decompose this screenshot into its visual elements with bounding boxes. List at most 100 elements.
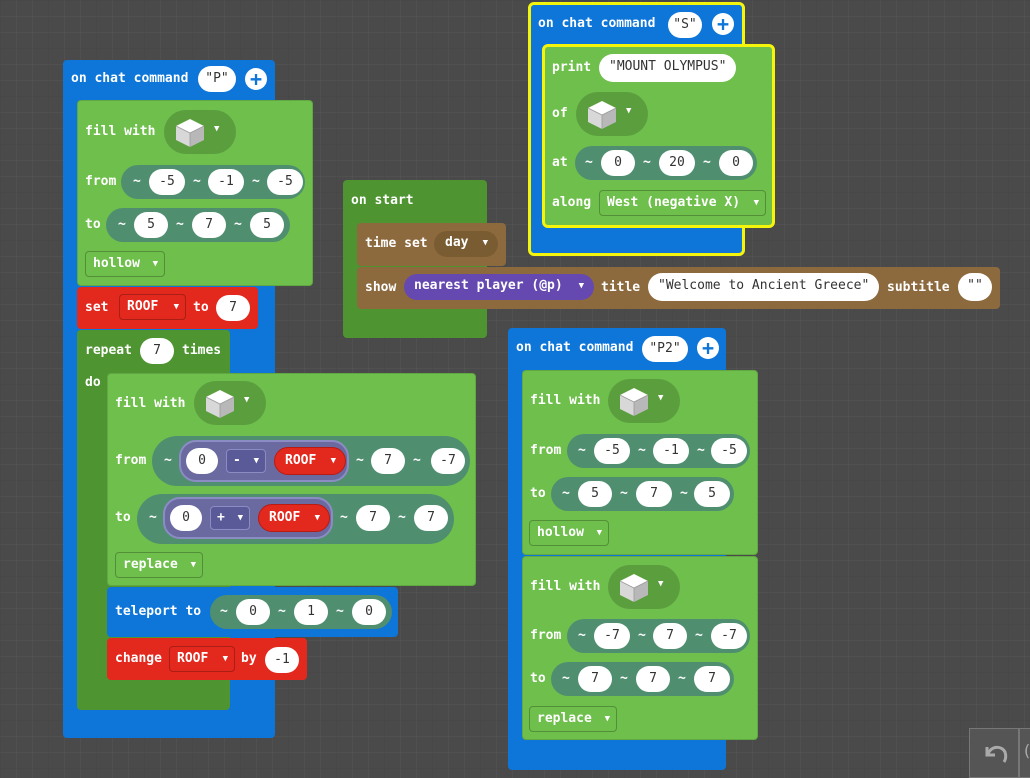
math-left-field[interactable]: 0: [170, 505, 202, 531]
fill-with-label: fill with: [530, 393, 601, 408]
to-y-field[interactable]: 7: [636, 666, 670, 692]
to-z-field[interactable]: 7: [694, 666, 730, 692]
operator-dropdown[interactable]: -▼: [226, 449, 266, 473]
tilde-sign: ~: [413, 453, 421, 468]
title-label: title: [601, 280, 641, 295]
cube-icon: [619, 573, 649, 603]
fill-mode-dropdown[interactable]: hollow ▼: [85, 251, 165, 277]
to-y-field[interactable]: 7: [356, 505, 390, 531]
to-x-field[interactable]: 5: [134, 212, 168, 238]
variable-reporter[interactable]: ROOF▼: [258, 504, 330, 532]
fill-mode-value: hollow: [93, 256, 140, 271]
teleport-z-field[interactable]: 0: [352, 599, 386, 625]
from-label: from: [85, 174, 117, 189]
to-z-field[interactable]: 5: [250, 212, 284, 238]
undo-icon: [985, 745, 1008, 763]
teleport-y-field[interactable]: 1: [294, 599, 328, 625]
tilde-sign: ~: [678, 671, 686, 686]
operator-value: -: [233, 453, 241, 468]
fill-with-label: fill with: [530, 579, 601, 594]
tilde-sign: ~: [620, 671, 628, 686]
block-picker[interactable]: ▼: [576, 92, 648, 136]
chevron-down-icon: ▼: [152, 259, 158, 269]
tilde-sign: ~: [638, 443, 646, 458]
from-label: from: [115, 453, 147, 468]
tilde-sign: ~: [193, 174, 201, 189]
print-text-field[interactable]: "MOUNT OLYMPUS": [599, 54, 736, 82]
from-y-field[interactable]: -1: [208, 169, 244, 195]
to-x-field[interactable]: 7: [578, 666, 612, 692]
to-z-field[interactable]: 7: [414, 505, 448, 531]
add-parameter-icon[interactable]: +: [697, 337, 719, 359]
at-x-field[interactable]: 0: [601, 150, 635, 176]
chevron-down-icon: ▼: [214, 124, 220, 134]
repeat-count-field[interactable]: 7: [140, 338, 174, 364]
from-label: from: [530, 628, 562, 643]
chevron-down-icon: ▼: [244, 395, 250, 405]
change-value-field[interactable]: -1: [265, 647, 299, 673]
chevron-down-icon: ▼: [237, 513, 243, 523]
target-value: nearest player (@p): [414, 278, 563, 293]
to-z-field[interactable]: 5: [694, 481, 730, 507]
undo-button[interactable]: [969, 728, 1019, 778]
redo-button[interactable]: (: [1019, 728, 1030, 778]
block-picker[interactable]: ▼: [164, 110, 236, 154]
direction-dropdown[interactable]: West (negative X)▼: [599, 190, 766, 216]
add-parameter-icon[interactable]: +: [245, 68, 267, 90]
math-left-field[interactable]: 0: [186, 448, 218, 474]
tilde-sign: ~: [149, 510, 157, 525]
at-y-field[interactable]: 20: [659, 150, 695, 176]
subtitle-text-field[interactable]: "": [958, 273, 992, 301]
operator-dropdown[interactable]: +▼: [210, 506, 250, 530]
fill-mode-dropdown[interactable]: replace▼: [115, 552, 203, 578]
operator-value: +: [217, 510, 225, 525]
to-x-field[interactable]: 5: [578, 481, 612, 507]
set-value-field[interactable]: 7: [216, 295, 250, 321]
from-x-field[interactable]: -7: [594, 623, 630, 649]
tilde-sign: ~: [578, 443, 586, 458]
from-z-field[interactable]: -7: [431, 448, 465, 474]
fill-mode-value: hollow: [537, 525, 584, 540]
from-x-field[interactable]: -5: [149, 169, 185, 195]
at-z-field[interactable]: 0: [719, 150, 753, 176]
variable-dropdown[interactable]: ROOF▼: [119, 294, 186, 320]
target-dropdown[interactable]: nearest player (@p)▼: [404, 274, 594, 300]
command-name-field[interactable]: "P": [198, 66, 236, 92]
command-name-field[interactable]: "S": [668, 12, 702, 38]
tilde-sign: ~: [220, 604, 228, 619]
tilde-sign: ~: [638, 628, 646, 643]
from-y-field[interactable]: 7: [371, 448, 405, 474]
from-y-field[interactable]: 7: [653, 623, 687, 649]
to-label: to: [530, 671, 546, 686]
block-picker[interactable]: ▼: [608, 379, 680, 423]
title-text-field[interactable]: "Welcome to Ancient Greece": [648, 273, 879, 301]
block-picker[interactable]: ▼: [608, 565, 680, 609]
variable-dropdown[interactable]: ROOF▼: [169, 646, 235, 672]
fill-with-label: fill with: [115, 396, 186, 411]
tilde-sign: ~: [562, 671, 570, 686]
chevron-down-icon: ▼: [222, 654, 228, 664]
time-dropdown[interactable]: day▼: [434, 231, 498, 257]
chevron-down-icon: ▼: [253, 456, 259, 466]
redo-icon: (: [1022, 741, 1030, 760]
from-z-field[interactable]: -5: [267, 169, 303, 195]
to-y-field[interactable]: 7: [192, 212, 226, 238]
from-x-field[interactable]: -5: [594, 438, 630, 464]
chevron-down-icon: ▼: [658, 579, 664, 589]
tilde-sign: ~: [234, 217, 242, 232]
chevron-down-icon: ▼: [190, 560, 196, 570]
from-z-field[interactable]: -7: [711, 623, 747, 649]
fill-mode-dropdown[interactable]: replace▼: [529, 706, 617, 732]
from-y-field[interactable]: -1: [653, 438, 689, 464]
fill-mode-dropdown[interactable]: hollow▼: [529, 520, 609, 546]
chevron-down-icon: ▼: [314, 513, 320, 523]
to-y-field[interactable]: 7: [636, 481, 672, 507]
chevron-down-icon: ▼: [753, 198, 759, 208]
add-parameter-icon[interactable]: +: [712, 13, 734, 35]
cube-icon: [619, 387, 649, 417]
command-name-field[interactable]: "P2": [642, 336, 688, 362]
teleport-x-field[interactable]: 0: [236, 599, 270, 625]
from-z-field[interactable]: -5: [711, 438, 747, 464]
variable-reporter[interactable]: ROOF▼: [274, 447, 346, 475]
block-picker[interactable]: ▼: [194, 381, 266, 425]
